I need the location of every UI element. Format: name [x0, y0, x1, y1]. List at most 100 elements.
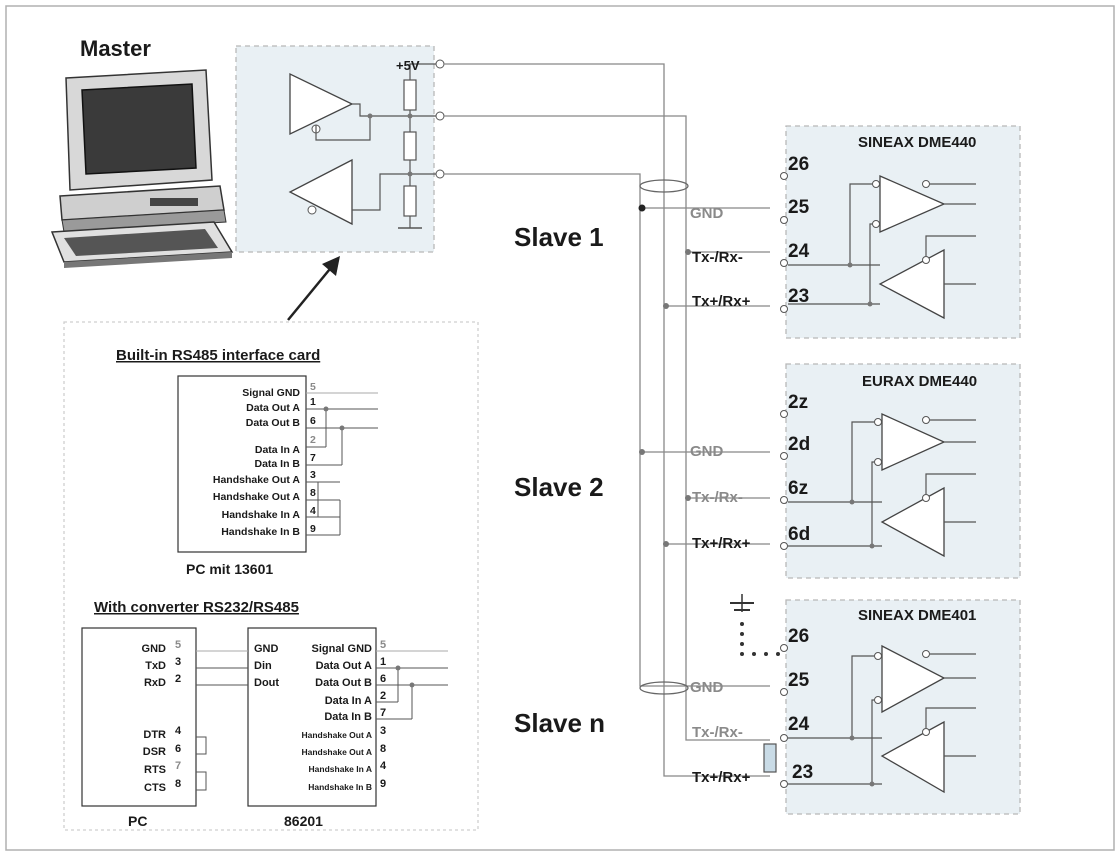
slaven-terminal-1: 26	[788, 626, 809, 647]
converter-pin-number: 9	[380, 778, 386, 790]
slave2-signal-txminus: Tx-/Rx-	[692, 489, 743, 506]
slaven-signal-gnd: GND	[690, 679, 724, 696]
termination-resistor	[763, 743, 777, 773]
converter-pin-number: 8	[380, 743, 386, 755]
converter-pin-number: 2	[380, 690, 386, 702]
pc-pin-number: 5	[175, 639, 181, 651]
converter-pin-number: 7	[380, 707, 386, 719]
converter-pin-number: 4	[380, 760, 387, 772]
pc-pins: GND TxD RxD DTR DSR RTS CTS 5 3 2 4 6 7 …	[142, 639, 182, 794]
converter-pin-label: Signal GND	[311, 643, 372, 655]
slave2-terminal-3: 6z	[788, 478, 808, 499]
converter-left-pins: GND Din Dout	[254, 643, 279, 689]
slave2-label: Slave 2	[514, 472, 604, 502]
pc-pin-label: GND	[142, 643, 167, 655]
converter-left-label: Dout	[254, 677, 279, 689]
pc-pin-number: 8	[175, 778, 181, 790]
converter-box	[247, 627, 377, 807]
slaven-signal-txplus: Tx+/Rx+	[692, 769, 751, 786]
builtin-pin-label: Handshake In A	[222, 509, 301, 521]
computer-icon	[50, 69, 234, 268]
builtin-pin-number: 4	[310, 505, 316, 517]
slave1-device: SINEAX DME440 26 25 24 23 GND Tx-/Rx- Tx…	[690, 125, 1021, 339]
bus-line-plus	[444, 63, 770, 777]
converter-right-pins: Signal GND Data Out A Data Out B Data In…	[301, 639, 387, 792]
converter-caption: 86201	[284, 813, 323, 829]
builtin-pin-label: Handshake In B	[221, 526, 300, 538]
receiver-amplifier	[288, 158, 353, 226]
builtin-pin-label: Data Out A	[246, 402, 300, 414]
converter-pin-label: Data In A	[325, 695, 372, 707]
pc-box	[81, 627, 197, 807]
builtin-pin-label: Data In A	[255, 444, 301, 456]
master-interface-board	[235, 45, 435, 253]
converter-pin-label: Handshake In A	[309, 764, 372, 774]
converter-pin-number: 5	[380, 639, 386, 651]
bus-line-minus	[444, 115, 770, 741]
converter-left-label: Din	[254, 660, 272, 672]
continuation-dots	[740, 622, 780, 656]
builtin-pin-label: Data In B	[254, 458, 300, 470]
slaven-device: SINEAX DME401 26 25 24 23 GND Tx-/Rx- Tx…	[690, 599, 1021, 815]
slave2-terminal-4: 6d	[788, 524, 810, 545]
slave1-terminal-3: 24	[788, 241, 810, 262]
slave1-terminal-1: 26	[788, 154, 809, 175]
pointer-arrow	[287, 263, 335, 321]
builtin-pin-label: Handshake Out A	[213, 491, 301, 503]
pc-pin-number: 7	[175, 760, 181, 772]
builtin-card-box	[177, 375, 307, 553]
master-title: Master	[80, 36, 151, 61]
pc-pin-number: 4	[175, 725, 182, 737]
outer-frame	[5, 5, 1115, 851]
builtin-pin-label: Data Out B	[246, 417, 301, 429]
pc-pin-label: DSR	[143, 746, 166, 758]
builtin-pin-number: 6	[310, 415, 316, 427]
pc-pin-label: CTS	[144, 782, 166, 794]
builtin-pin-number: 7	[310, 452, 316, 464]
bus-line-gnd	[444, 173, 770, 687]
slave1-terminal-2: 25	[788, 197, 810, 218]
builtin-pin-label: Handshake Out A	[213, 474, 301, 486]
slaven-terminal-2: 25	[788, 670, 810, 691]
converter-title: With converter RS232/RS485	[94, 599, 299, 616]
pc-caption: PC	[128, 813, 147, 829]
pc-pin-number: 6	[175, 743, 181, 755]
slave1-terminal-4: 23	[788, 286, 809, 307]
pc-pin-label: DTR	[143, 729, 166, 741]
pc-pin-label: TxD	[145, 660, 166, 672]
slaven-terminal-4: 23	[792, 762, 813, 783]
builtin-pin-number: 9	[310, 523, 316, 535]
builtin-pin-number: 3	[310, 469, 316, 481]
slaven-device-name: SINEAX DME401	[858, 607, 976, 624]
slave1-signal-txplus: Tx+/Rx+	[692, 293, 751, 310]
converter-pin-label: Handshake In B	[308, 782, 372, 792]
supply-label: +5V	[396, 58, 420, 73]
slave1-signal-gnd: GND	[690, 205, 724, 222]
converter-pin-label: Data In B	[324, 711, 372, 723]
builtin-pin-number: 5	[310, 381, 316, 393]
slave2-terminal-2: 2d	[788, 434, 810, 455]
builtin-card-title: Built-in RS485 interface card	[116, 347, 320, 364]
slaven-label: Slave n	[514, 708, 605, 738]
pc-pin-label: RTS	[144, 764, 166, 776]
builtin-pin-number: 2	[310, 434, 316, 446]
slave2-terminal-1: 2z	[788, 392, 808, 413]
pc-pin-number: 2	[175, 673, 181, 685]
slave2-signal-gnd: GND	[690, 443, 724, 460]
builtin-pin-number: 1	[310, 396, 316, 408]
slave2-signal-txplus: Tx+/Rx+	[692, 535, 751, 552]
converter-pin-label: Handshake Out A	[301, 730, 372, 740]
slaven-terminal-3: 24	[788, 714, 810, 735]
converter-left-label: GND	[254, 643, 279, 655]
converter-pin-number: 6	[380, 673, 386, 685]
builtin-pin-label: Signal GND	[242, 387, 300, 399]
converter-pin-number: 1	[380, 656, 386, 668]
pc-pin-label: RxD	[144, 677, 166, 689]
builtin-card-pins: Signal GND Data Out A Data Out B Data In…	[213, 381, 316, 538]
legend-panel	[63, 321, 479, 831]
slave2-device-name: EURAX DME440	[862, 373, 977, 390]
slave1-device-name: SINEAX DME440	[858, 134, 976, 151]
builtin-pin-number: 8	[310, 487, 316, 499]
ground-icon	[730, 594, 754, 612]
